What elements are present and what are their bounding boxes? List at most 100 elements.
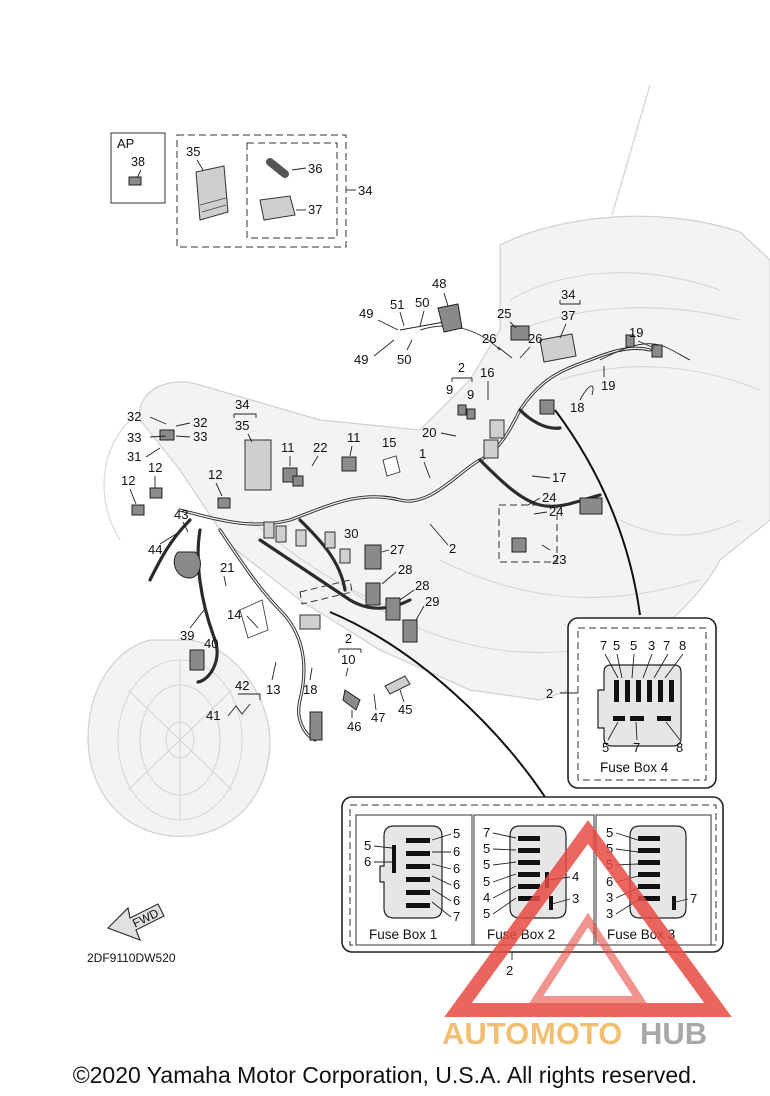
fb1-right-label-3: 6 [453,861,460,876]
part-30-icon [339,548,351,564]
callout-37: 37 [308,202,322,217]
fb4-fuse-blade [630,716,644,721]
part-34-inset: 35 36 37 34 [176,134,372,248]
automotohub-watermark: AUTO MOTO HUB [442,820,732,1051]
fb2-fuse-blade [518,836,540,841]
fb1-right-label-4: 6 [453,877,460,892]
fwd-arrow: FWD [106,903,165,942]
drawing-code: 2DF9110DW520 [87,951,176,965]
ap-label: AP [117,136,134,151]
part-harness-end-icon [309,711,323,741]
fuse-box-4-ref: 2 [546,686,553,701]
callout-36: 36 [308,161,322,176]
callout-33-a: 33 [127,430,141,445]
fb3-fuse-blade [638,848,660,853]
callout-28-a: 28 [398,562,412,577]
part-11-relay-b-icon [341,456,357,472]
fuse-box-1-caption: Fuse Box 1 [369,927,437,942]
callout-39: 39 [180,628,194,643]
callout-13: 13 [266,682,280,697]
callout-26-b: 26 [528,331,542,346]
callout-40: 40 [204,636,218,651]
part-28b-connector-icon [385,597,401,621]
callout-15: 15 [382,435,396,450]
fb1-right-label-2: 6 [453,844,460,859]
fb2-left-label-6: 5 [483,906,490,921]
callout-41: 41 [206,708,220,723]
callout-27: 27 [390,542,404,557]
fb2-fuse-blade [549,896,553,910]
callout-35-mid: 35 [235,418,249,433]
fb4-top-label-6: 8 [679,638,686,653]
watermark-text-2: MOTO [530,1016,622,1051]
fb3-fuse-blade [638,836,660,841]
fuse-box-4-caption: Fuse Box 4 [600,760,669,775]
fb3-fuse-blade [638,896,660,901]
callout-37-top: 37 [561,308,575,323]
fb3-fuse-blade [638,872,660,877]
callout-17: 17 [552,470,566,485]
fb4-top-label-4: 3 [648,638,655,653]
fb1-right-label-6: 7 [453,909,460,924]
fb1-fuse-blade [392,845,396,873]
part-45-icon [384,675,411,695]
part-38-icon [128,176,142,186]
callout-30: 30 [344,526,358,541]
callout-47: 47 [371,710,385,725]
callout-12-b: 12 [208,467,222,482]
fb3-fuse-blade [638,884,660,889]
fb1-fuse-blade [406,890,430,895]
fb4-fuse-blade [658,680,663,702]
callout-45: 45 [398,702,412,717]
fb2-left-label-1: 7 [483,825,490,840]
callout-11-b: 11 [347,430,361,445]
callout-18-b: 18 [303,682,317,697]
callout-31: 31 [127,449,141,464]
fb3-left-label-5: 3 [606,890,613,905]
callout-49-b: 49 [354,352,368,367]
callout-34-top: 34 [561,287,575,302]
callout-2-a: 2 [458,361,465,375]
fb1-right-label-1: 5 [453,826,460,841]
callout-34: 34 [358,183,372,198]
watermark-triangle-icon [444,820,732,1017]
part-35-ecu-on-bike [244,439,272,491]
callout-51: 51 [390,297,404,312]
fb2-right-label-1: 4 [572,869,579,884]
fb4-fuse-blade [657,716,671,721]
fb4-bottom-label-2: 7 [633,740,640,755]
callout-21: 21 [220,560,234,575]
fb4-fuse-blade [636,680,641,702]
callout-50-b: 50 [397,352,411,367]
callout-43: 43 [174,507,188,522]
callout-19-a: 19 [629,325,643,340]
part-23-icon [511,537,527,553]
callout-34-mid: 34 [235,397,249,412]
fb1-fuse-blade [406,851,430,856]
fb2-fuse-blade [518,884,540,889]
callout-2-c: 2 [345,632,352,646]
fb3-left-label-2: 5 [606,841,613,856]
callout-2-b: 2 [449,541,456,556]
part-29-connector-icon [402,619,418,643]
callout-16: 16 [480,365,494,380]
callout-1: 1 [419,446,426,461]
fwd-arrow-icon [106,903,165,942]
fb4-fuse-blade [669,680,674,702]
part-27-connector-icon [364,544,382,570]
fb2-left-label-5: 4 [483,890,490,905]
callout-44: 44 [148,542,162,557]
callout-32-b: 32 [193,415,207,430]
callout-12-c: 12 [121,473,135,488]
ap-inset: AP 38 [110,132,166,204]
part-relay-cluster-icon [539,399,555,415]
callout-25: 25 [497,306,511,321]
fb1-right-label-5: 6 [453,893,460,908]
fb2-fuse-blade [518,848,540,853]
callout-20: 20 [422,425,436,440]
callout-42: 42 [235,678,249,693]
callout-26-a: 26 [482,331,496,346]
callout-32-a: 32 [127,409,141,424]
copyright-notice: ©2020 Yamaha Motor Corporation, U.S.A. A… [72,1062,698,1088]
part-40-icon [189,649,205,671]
